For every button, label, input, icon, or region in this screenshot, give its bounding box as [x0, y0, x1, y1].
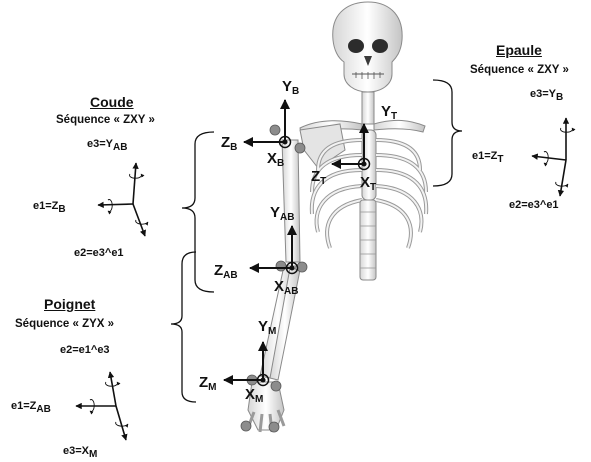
wrist-sequence: Séquence « ZYX » — [15, 318, 114, 330]
shoulder-title: Epaule — [496, 42, 542, 58]
elbow-e3-label: e3=YAB — [87, 138, 127, 153]
wrist-e2-label: e2=e1^e3 — [60, 344, 110, 356]
hand-y-label: YM — [258, 318, 276, 337]
elbow-e2-label: e2=e3^e1 — [74, 247, 124, 259]
skull-icon — [333, 2, 402, 92]
elbow-sequence: Séquence « ZXY » — [56, 114, 155, 126]
forearm-x-label: XAB — [274, 278, 298, 297]
arm-y-label: YB — [282, 78, 299, 97]
shoulder-e1-label: e1=ZT — [472, 150, 504, 165]
hand-x-label: XM — [245, 386, 263, 405]
thorax-z-label: ZT — [311, 168, 326, 187]
arm-z-label: ZB — [221, 134, 237, 153]
forearm-z-label: ZAB — [214, 262, 238, 281]
thorax-y-label: YT — [381, 103, 397, 122]
arm-x-label: XB — [267, 150, 284, 169]
elbow-title: Coude — [90, 94, 134, 110]
elbow-e1-label: e1=ZB — [33, 200, 66, 215]
shoulder-e3-label: e3=YB — [530, 88, 563, 103]
forearm-y-label: YAB — [270, 204, 294, 223]
shoulder-sequence: Séquence « ZXY » — [470, 64, 569, 76]
rotation-arrow-icon — [90, 128, 573, 426]
wrist-e1-label: e1=ZAB — [11, 400, 51, 415]
thorax-x-label: XT — [360, 174, 376, 193]
wrist-title: Poignet — [44, 296, 95, 312]
hand-z-label: ZM — [199, 374, 217, 393]
shoulder-e2-label: e2=e3^e1 — [509, 199, 559, 211]
wrist-e3-label: e3=XM — [63, 445, 97, 460]
